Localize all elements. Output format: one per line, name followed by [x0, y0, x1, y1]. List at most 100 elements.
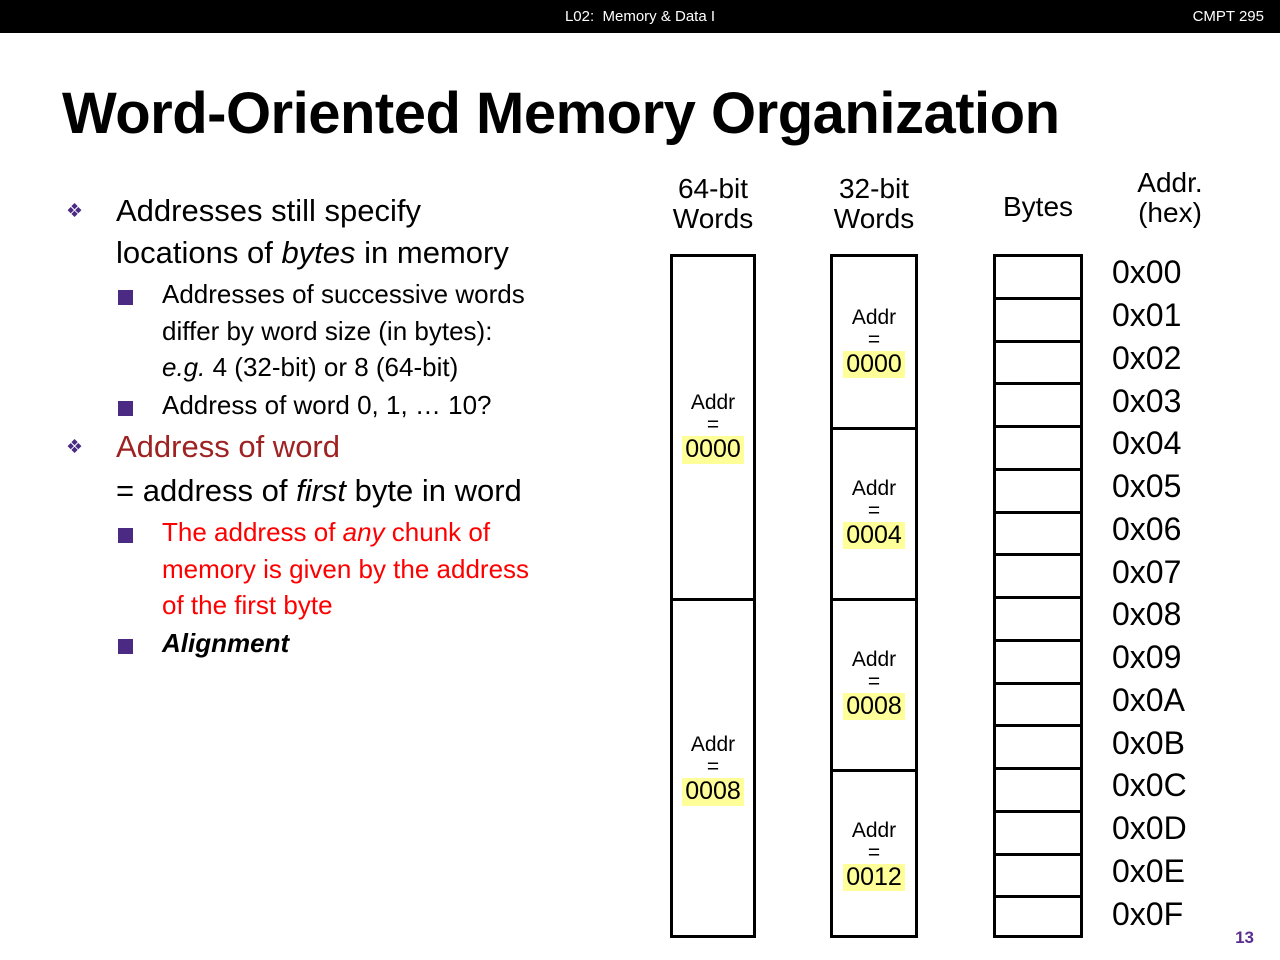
word-cell-equals-sign: =	[867, 669, 881, 693]
column-bytes	[993, 254, 1083, 938]
byte-address-label: 0x00	[1112, 254, 1182, 291]
word-cell-divider	[833, 597, 915, 601]
word-cell-addr-label: Addr	[851, 305, 897, 329]
byte-cell	[996, 257, 1080, 300]
byte-address-label: 0x08	[1112, 596, 1182, 633]
square-bullet-icon	[118, 528, 133, 544]
bullet-text-segment: The address of	[162, 517, 343, 548]
byte-cell	[996, 514, 1080, 557]
word-cell-addr-value: 0004	[843, 521, 905, 550]
bullet-line: Address of word 0, 1, … 10?	[162, 387, 670, 423]
bullet-text: Address of word 0, 1, … 10?	[162, 387, 670, 423]
diamond-cluster-bullet-icon: ❖	[66, 201, 84, 222]
byte-cell	[996, 770, 1080, 813]
byte-address-label: 0x04	[1112, 425, 1182, 462]
bullet-text-segment: byte in word	[346, 473, 522, 509]
word-cell: Addr=0008	[673, 599, 753, 941]
bullet-text-segment: 4 (32-bit) or 8 (64-bit)	[205, 352, 459, 383]
byte-address-label: 0x0F	[1112, 895, 1184, 932]
bullet-text-segment: memory is given by the address	[162, 553, 530, 584]
bullet-text: = address of first byte in word	[116, 470, 670, 512]
byte-cell	[996, 685, 1080, 728]
page-title: Word-Oriented Memory Organization	[62, 81, 1060, 146]
word-cell-divider	[673, 597, 753, 601]
word-cell-equals-sign: =	[867, 498, 881, 522]
byte-cell	[996, 385, 1080, 428]
word-cell-addr-value: 0008	[682, 778, 744, 806]
bullet-line: Addresses still specify	[116, 190, 670, 232]
word-cell-addr-label: Addr	[690, 391, 736, 415]
word-cell-addr-value: 0000	[682, 436, 744, 464]
word-cell-equals-sign: =	[706, 755, 720, 779]
byte-address-label: 0x01	[1112, 297, 1182, 334]
bullet-text-segment: first	[296, 473, 347, 509]
bullet-text: Alignment	[162, 625, 670, 661]
column-header-line: (hex)	[1138, 196, 1202, 228]
byte-cell	[996, 813, 1080, 856]
bullet-line: = address of first byte in word	[116, 470, 670, 512]
bullet-line: locations of bytes in memory	[116, 232, 670, 274]
square-bullet-icon	[118, 401, 133, 417]
bullet-line: e.g. 4 (32-bit) or 8 (64-bit)	[162, 349, 670, 385]
byte-cell	[996, 898, 1080, 941]
column-header-line: 32-bit	[838, 173, 910, 204]
byte-address-label: 0x02	[1112, 339, 1182, 376]
byte-address-label: 0x05	[1112, 468, 1182, 505]
word-cell: Addr=0000	[673, 257, 753, 599]
byte-cell	[996, 727, 1080, 770]
word-cell: Addr=0012	[833, 770, 915, 941]
bullet-text-segment: locations of	[116, 235, 282, 271]
top-header-bar: L02: Memory & Data I CMPT 295	[0, 0, 1280, 33]
byte-cell	[996, 556, 1080, 599]
bullet-item: Alignment	[60, 625, 670, 661]
word-cell: Addr=0004	[833, 428, 915, 599]
bullet-line: Addresses of successive words	[162, 276, 670, 312]
word-cell-equals-sign: =	[706, 413, 720, 437]
byte-address-label: 0x06	[1112, 510, 1182, 547]
byte-cell	[996, 642, 1080, 685]
word-cell-equals-sign: =	[867, 327, 881, 351]
bullet-text-segment: Address of word 0, 1, … 10?	[162, 390, 492, 421]
square-bullet-icon	[118, 639, 133, 655]
byte-address-label: 0x07	[1112, 553, 1182, 590]
word-cell-divider	[833, 426, 915, 430]
bullet-text: Addresses of successive words differ by w…	[162, 276, 670, 385]
column-header-line: Words	[833, 202, 915, 234]
byte-cell	[996, 428, 1080, 471]
bullet-item: ❖Address of word	[60, 426, 670, 468]
byte-cell	[996, 300, 1080, 343]
word-cell-addr-label: Addr	[690, 733, 736, 757]
byte-address-label: 0x0C	[1112, 767, 1187, 804]
bullet-text-segment: in memory	[355, 235, 509, 271]
bullet-text-segment: of the first byte	[162, 589, 333, 620]
column-header-bytes: Bytes	[983, 192, 1093, 222]
byte-address-label: 0x0A	[1112, 681, 1185, 718]
byte-cell	[996, 471, 1080, 514]
column-header-line: Words	[672, 202, 754, 234]
bullet-text-segment: = address of	[116, 473, 297, 509]
bullet-line: The address of any chunk of	[162, 514, 670, 550]
byte-address-label: 0x03	[1112, 382, 1182, 419]
diamond-cluster-bullet-icon: ❖	[66, 436, 84, 458]
word-cell-addr-value: 0000	[843, 350, 905, 379]
byte-address-label: 0x0D	[1112, 810, 1187, 847]
bullet-line: Alignment	[162, 625, 670, 661]
bullet-text-segment: differ by word size (in bytes):	[162, 315, 493, 346]
lecture-title: L02: Memory & Data I	[564, 8, 716, 25]
word-cell-addr-value: 0012	[843, 863, 905, 892]
bullet-text-segment: bytes	[281, 235, 356, 271]
bullet-text-segment: Addresses of successive words	[162, 279, 525, 310]
bullet-text-segment: Alignment	[162, 628, 290, 659]
column-header-line: Bytes	[1002, 191, 1074, 222]
byte-address-label: 0x0E	[1112, 852, 1185, 889]
word-cell-addr-value: 0008	[843, 692, 905, 721]
